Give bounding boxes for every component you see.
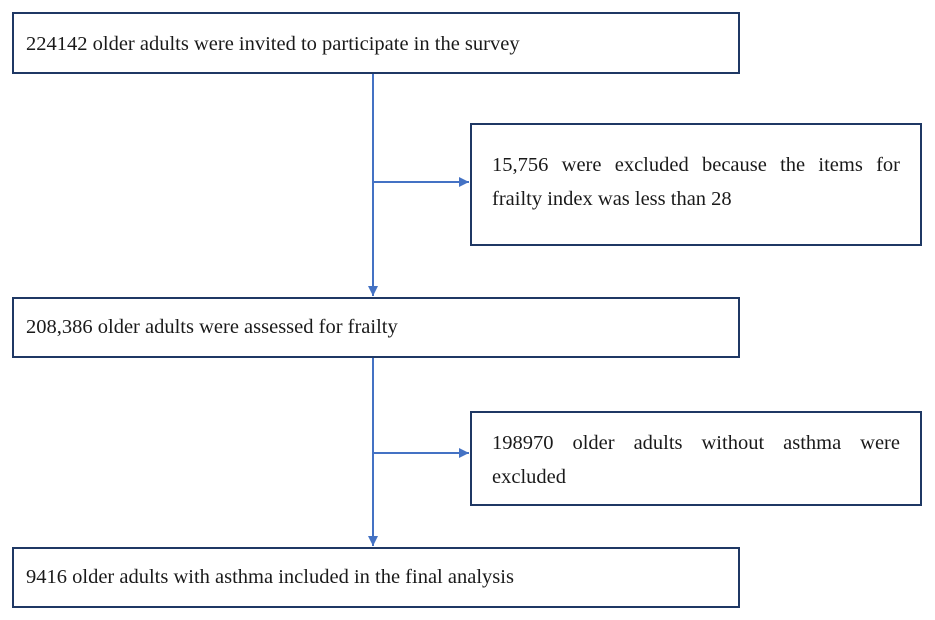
step-assessed-box: 208,386 older adults were assessed for f… <box>12 297 740 358</box>
step-final-analysis-box: 9416 older adults with asthma included i… <box>12 547 740 608</box>
step-final-analysis-label: 9416 older adults with asthma included i… <box>26 566 514 588</box>
exclusion-no-asthma-box: 198970 older adults without asthma were … <box>470 411 922 506</box>
exclusion-frailty-items-box: 15,756 were excluded because the items f… <box>470 123 922 246</box>
step-invited-label: 224142 older adults were invited to part… <box>26 33 520 55</box>
exclusion-no-asthma-label: 198970 older adults without asthma were … <box>492 432 900 488</box>
exclusion-frailty-items-label: 15,756 were excluded because the items f… <box>492 154 900 210</box>
step-assessed-label: 208,386 older adults were assessed for f… <box>26 316 398 338</box>
step-invited-box: 224142 older adults were invited to part… <box>12 12 740 74</box>
